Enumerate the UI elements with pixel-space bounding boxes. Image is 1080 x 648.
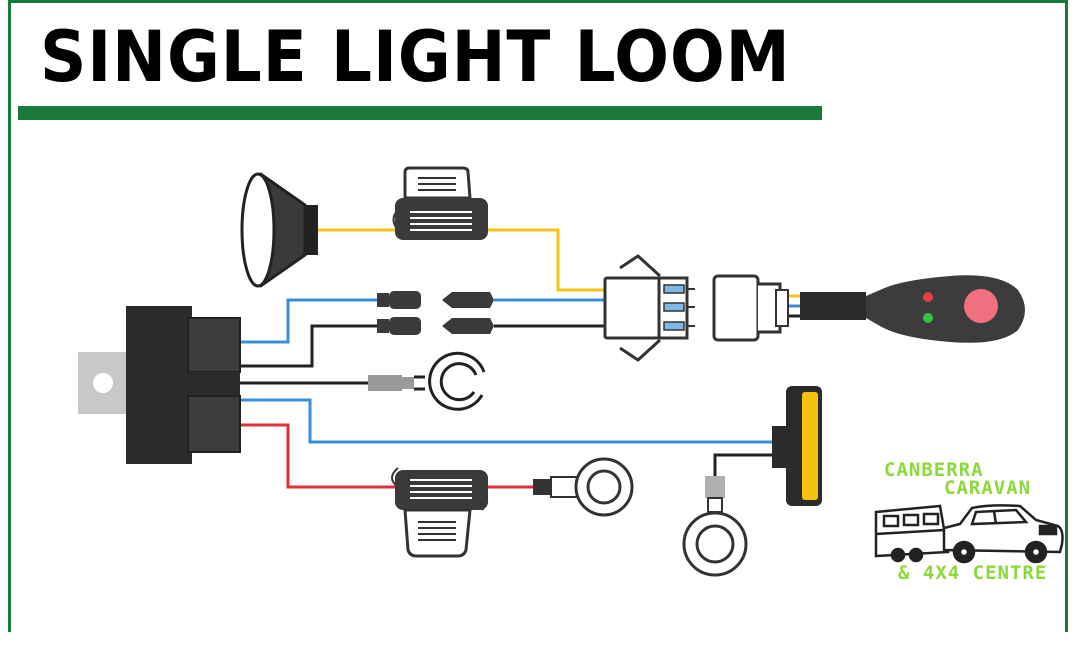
mating-plug-icon [712,274,789,342]
fuse-icon [392,166,488,240]
wire-black-indicator-earth [713,453,772,476]
blade-connectors [377,291,494,335]
relay-icon [78,306,241,464]
female-connector-black [377,317,421,335]
title-underline [18,106,822,120]
caravan-icon [874,504,950,563]
spotlight-icon [240,172,318,288]
battery-ring-terminal-icon [533,457,634,517]
male-connector-black [442,318,494,334]
page-title: SINGLE LIGHT LOOM [40,16,791,98]
frame-border [8,0,1068,632]
wire-blue-indicator [240,398,772,444]
ring-terminal-icon [368,351,486,411]
led-indicator-icon [772,386,822,506]
male-connector-blue [442,292,494,308]
wire-blue-relay-top [240,298,377,344]
wire-black-relay-top [240,324,377,368]
wire-red-fuse [240,423,395,489]
logo-line-3: & 4X4 CENTRE [898,562,1047,584]
wires [240,228,800,489]
logo-line-1: CANBERRA [884,459,984,481]
indicator-ring-terminal-icon [682,476,748,577]
female-connector-blue [377,291,421,309]
switch-icon [800,275,1025,343]
connector-icon [603,254,695,362]
ute-icon [942,504,1064,564]
bottom-fuse-icon [391,467,489,558]
company-logo: CANBERRA CARAVAN [874,459,1064,584]
logo-line-2: CARAVAN [944,477,1031,499]
wire-yellow-connector [488,228,605,292]
